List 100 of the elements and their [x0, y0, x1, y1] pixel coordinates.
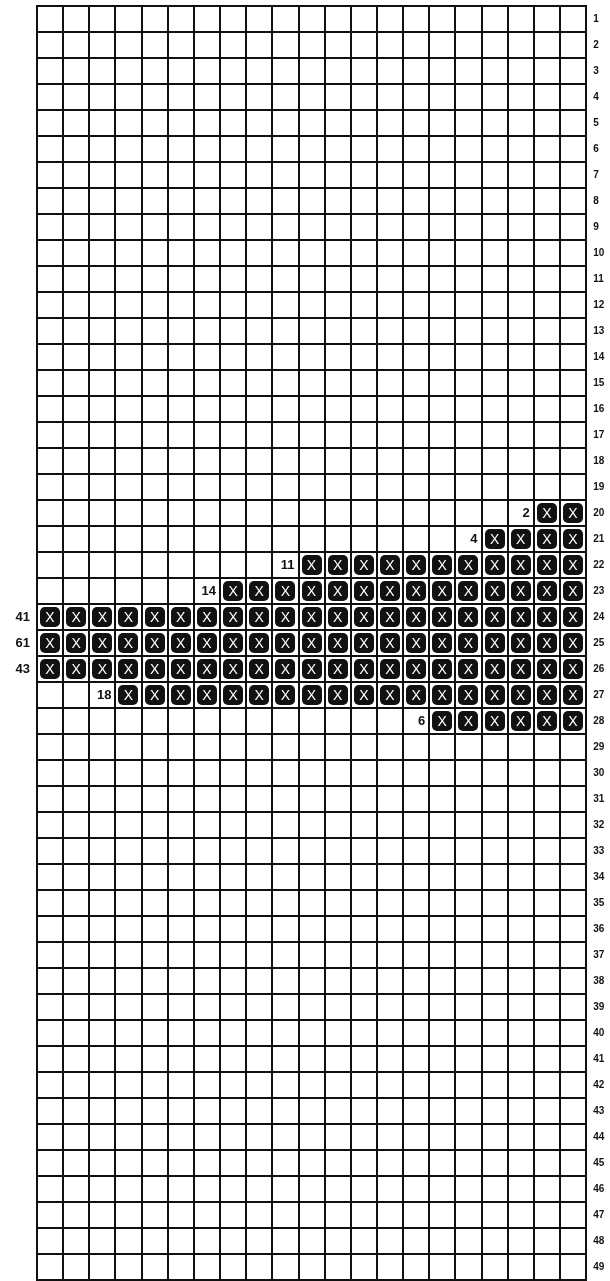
- cross-mark: X: [327, 633, 348, 653]
- cross-mark: X: [458, 685, 479, 705]
- row-count: 2: [521, 504, 530, 522]
- row-number: 25: [593, 636, 605, 650]
- row-number: 18: [593, 454, 605, 468]
- cross-mark: X: [536, 503, 557, 523]
- cross-mark: X: [458, 555, 479, 575]
- row-count: 6: [417, 712, 426, 730]
- row-number: 8: [593, 194, 599, 208]
- cross-mark: X: [118, 685, 139, 705]
- row-number: 21: [593, 532, 605, 546]
- cross-mark: X: [406, 581, 427, 601]
- cross-mark: X: [223, 633, 244, 653]
- cross-mark: X: [327, 659, 348, 679]
- row-number: 1: [593, 12, 599, 26]
- row-number: 3: [593, 64, 599, 78]
- cross-mark: X: [379, 685, 400, 705]
- cross-mark: X: [484, 685, 505, 705]
- row-number: 12: [593, 298, 605, 312]
- cross-mark: X: [170, 685, 191, 705]
- cross-mark: X: [432, 555, 453, 575]
- cross-mark: X: [170, 633, 191, 653]
- cross-mark: X: [144, 685, 165, 705]
- cross-mark: X: [118, 607, 139, 627]
- cross-mark: X: [301, 633, 322, 653]
- cross-mark: X: [563, 711, 583, 731]
- cross-mark: X: [484, 555, 505, 575]
- cross-mark: X: [406, 555, 427, 575]
- cross-mark: X: [379, 633, 400, 653]
- row-number: 30: [593, 766, 605, 780]
- row-number: 45: [593, 1156, 605, 1170]
- cross-mark: X: [196, 685, 217, 705]
- cross-mark: X: [458, 711, 479, 731]
- cross-mark: X: [563, 503, 583, 523]
- cross-mark: X: [249, 607, 270, 627]
- row-number: 29: [593, 740, 605, 754]
- cross-mark: X: [144, 633, 165, 653]
- row-number: 14: [593, 350, 605, 364]
- cross-mark: X: [40, 659, 60, 679]
- cross-mark: X: [379, 581, 400, 601]
- cross-mark: X: [432, 607, 453, 627]
- cross-mark: X: [379, 555, 400, 575]
- row-number: 27: [593, 688, 605, 702]
- cross-mark: X: [301, 607, 322, 627]
- cross-mark: X: [510, 633, 531, 653]
- row-number: 31: [593, 792, 605, 806]
- cross-mark: X: [275, 581, 296, 601]
- cross-mark: X: [66, 607, 87, 627]
- row-number: 38: [593, 974, 605, 988]
- cross-mark: X: [432, 685, 453, 705]
- cross-mark: X: [458, 607, 479, 627]
- row-number: 36: [593, 922, 605, 936]
- cross-mark: X: [563, 581, 583, 601]
- cross-mark: X: [353, 633, 374, 653]
- cross-mark: X: [563, 633, 583, 653]
- cross-mark: X: [353, 607, 374, 627]
- cross-mark: X: [144, 659, 165, 679]
- row-number: 23: [593, 584, 605, 598]
- cross-mark: X: [563, 529, 583, 549]
- cross-mark: X: [406, 607, 427, 627]
- row-count: 61: [14, 634, 30, 652]
- cross-mark: X: [170, 607, 191, 627]
- row-number: 46: [593, 1182, 605, 1196]
- cross-mark: X: [301, 659, 322, 679]
- cross-mark: X: [536, 685, 557, 705]
- row-count: 11: [279, 556, 295, 574]
- row-number: 22: [593, 558, 605, 572]
- cross-mark: X: [536, 607, 557, 627]
- row-number: 6: [593, 142, 599, 156]
- row-number: 47: [593, 1208, 605, 1222]
- cross-mark: X: [223, 581, 244, 601]
- row-number: 48: [593, 1234, 605, 1248]
- cross-mark: X: [406, 659, 427, 679]
- row-number: 32: [593, 818, 605, 832]
- cross-mark: X: [301, 555, 322, 575]
- row-number: 28: [593, 714, 605, 728]
- cross-mark: X: [458, 633, 479, 653]
- cross-mark: X: [223, 659, 244, 679]
- cross-mark: X: [353, 555, 374, 575]
- row-number: 15: [593, 376, 605, 390]
- cross-mark: X: [563, 555, 583, 575]
- cross-mark: X: [301, 581, 322, 601]
- cross-mark: X: [353, 659, 374, 679]
- cross-mark: X: [66, 659, 87, 679]
- cross-mark: X: [196, 633, 217, 653]
- cross-mark: X: [510, 607, 531, 627]
- cross-mark: X: [92, 633, 113, 653]
- cross-mark: X: [536, 711, 557, 731]
- cross-mark: X: [563, 607, 583, 627]
- row-number: 35: [593, 896, 605, 910]
- cross-mark: X: [327, 607, 348, 627]
- row-number: 42: [593, 1078, 605, 1092]
- cross-mark: X: [327, 555, 348, 575]
- cross-mark: X: [327, 581, 348, 601]
- row-number: 11: [593, 272, 604, 286]
- cross-mark: X: [196, 607, 217, 627]
- cross-mark: X: [40, 633, 60, 653]
- cross-mark: X: [275, 685, 296, 705]
- row-number: 41: [593, 1052, 605, 1066]
- row-number: 7: [593, 168, 599, 182]
